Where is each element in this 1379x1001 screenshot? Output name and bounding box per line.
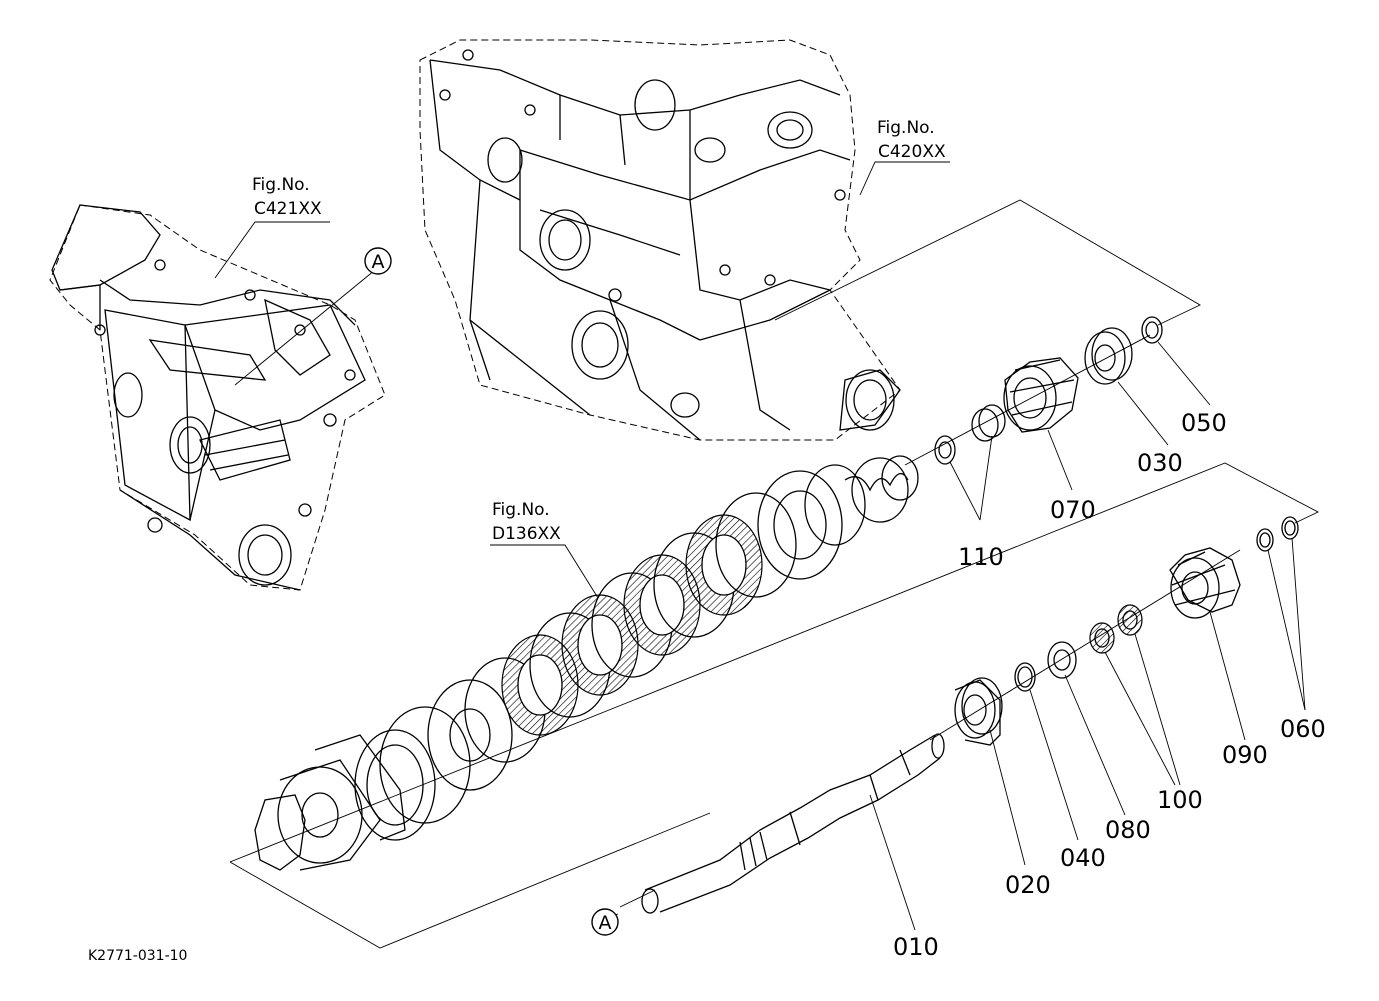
figure-ref-code: C421XX (254, 199, 322, 219)
figure-ref-c421xx[interactable]: Fig.No. C421XX (252, 175, 322, 219)
left-housing-drawing (49, 204, 386, 591)
figure-ref-label: Fig.No. (877, 118, 935, 138)
marker-letter: A (372, 251, 385, 273)
components-drawing (934, 316, 1299, 746)
part-label-020[interactable]: 020 (1005, 871, 1051, 899)
marker-a-bottom[interactable]: A (591, 908, 619, 936)
marker-circle (591, 908, 619, 936)
part-label-100[interactable]: 100 (1157, 786, 1203, 814)
figure-ref-label: Fig.No. (492, 500, 550, 520)
diagram-code: K2771-031-10 (88, 948, 187, 964)
figure-ref-label: Fig.No. (252, 175, 310, 195)
marker-circle (364, 247, 392, 275)
assembly-boundary-lines (229, 199, 1320, 949)
clutch-pack-drawing (254, 455, 919, 871)
part-label-030[interactable]: 030 (1137, 449, 1183, 477)
top-transmission-case-drawing (419, 39, 901, 441)
part-label-050[interactable]: 050 (1181, 409, 1227, 437)
part-label-070[interactable]: 070 (1050, 496, 1096, 524)
figure-ref-code: C420XX (878, 142, 946, 162)
marker-letter: A (599, 912, 612, 934)
part-label-110[interactable]: 110 (958, 543, 1004, 571)
leader-lines (214, 161, 1306, 931)
part-label-090[interactable]: 090 (1222, 741, 1268, 769)
marker-a-top[interactable]: A (364, 247, 392, 275)
part-label-040[interactable]: 040 (1060, 844, 1106, 872)
part-label-060[interactable]: 060 (1280, 715, 1326, 743)
part-label-010[interactable]: 010 (893, 933, 939, 961)
figure-ref-d136xx[interactable]: Fig.No. D136XX (492, 500, 561, 544)
part-label-080[interactable]: 080 (1105, 816, 1151, 844)
figure-ref-code: D136XX (492, 524, 561, 544)
figure-ref-c420xx[interactable]: Fig.No. C420XX (877, 118, 946, 162)
shaft-drawing (641, 733, 945, 914)
